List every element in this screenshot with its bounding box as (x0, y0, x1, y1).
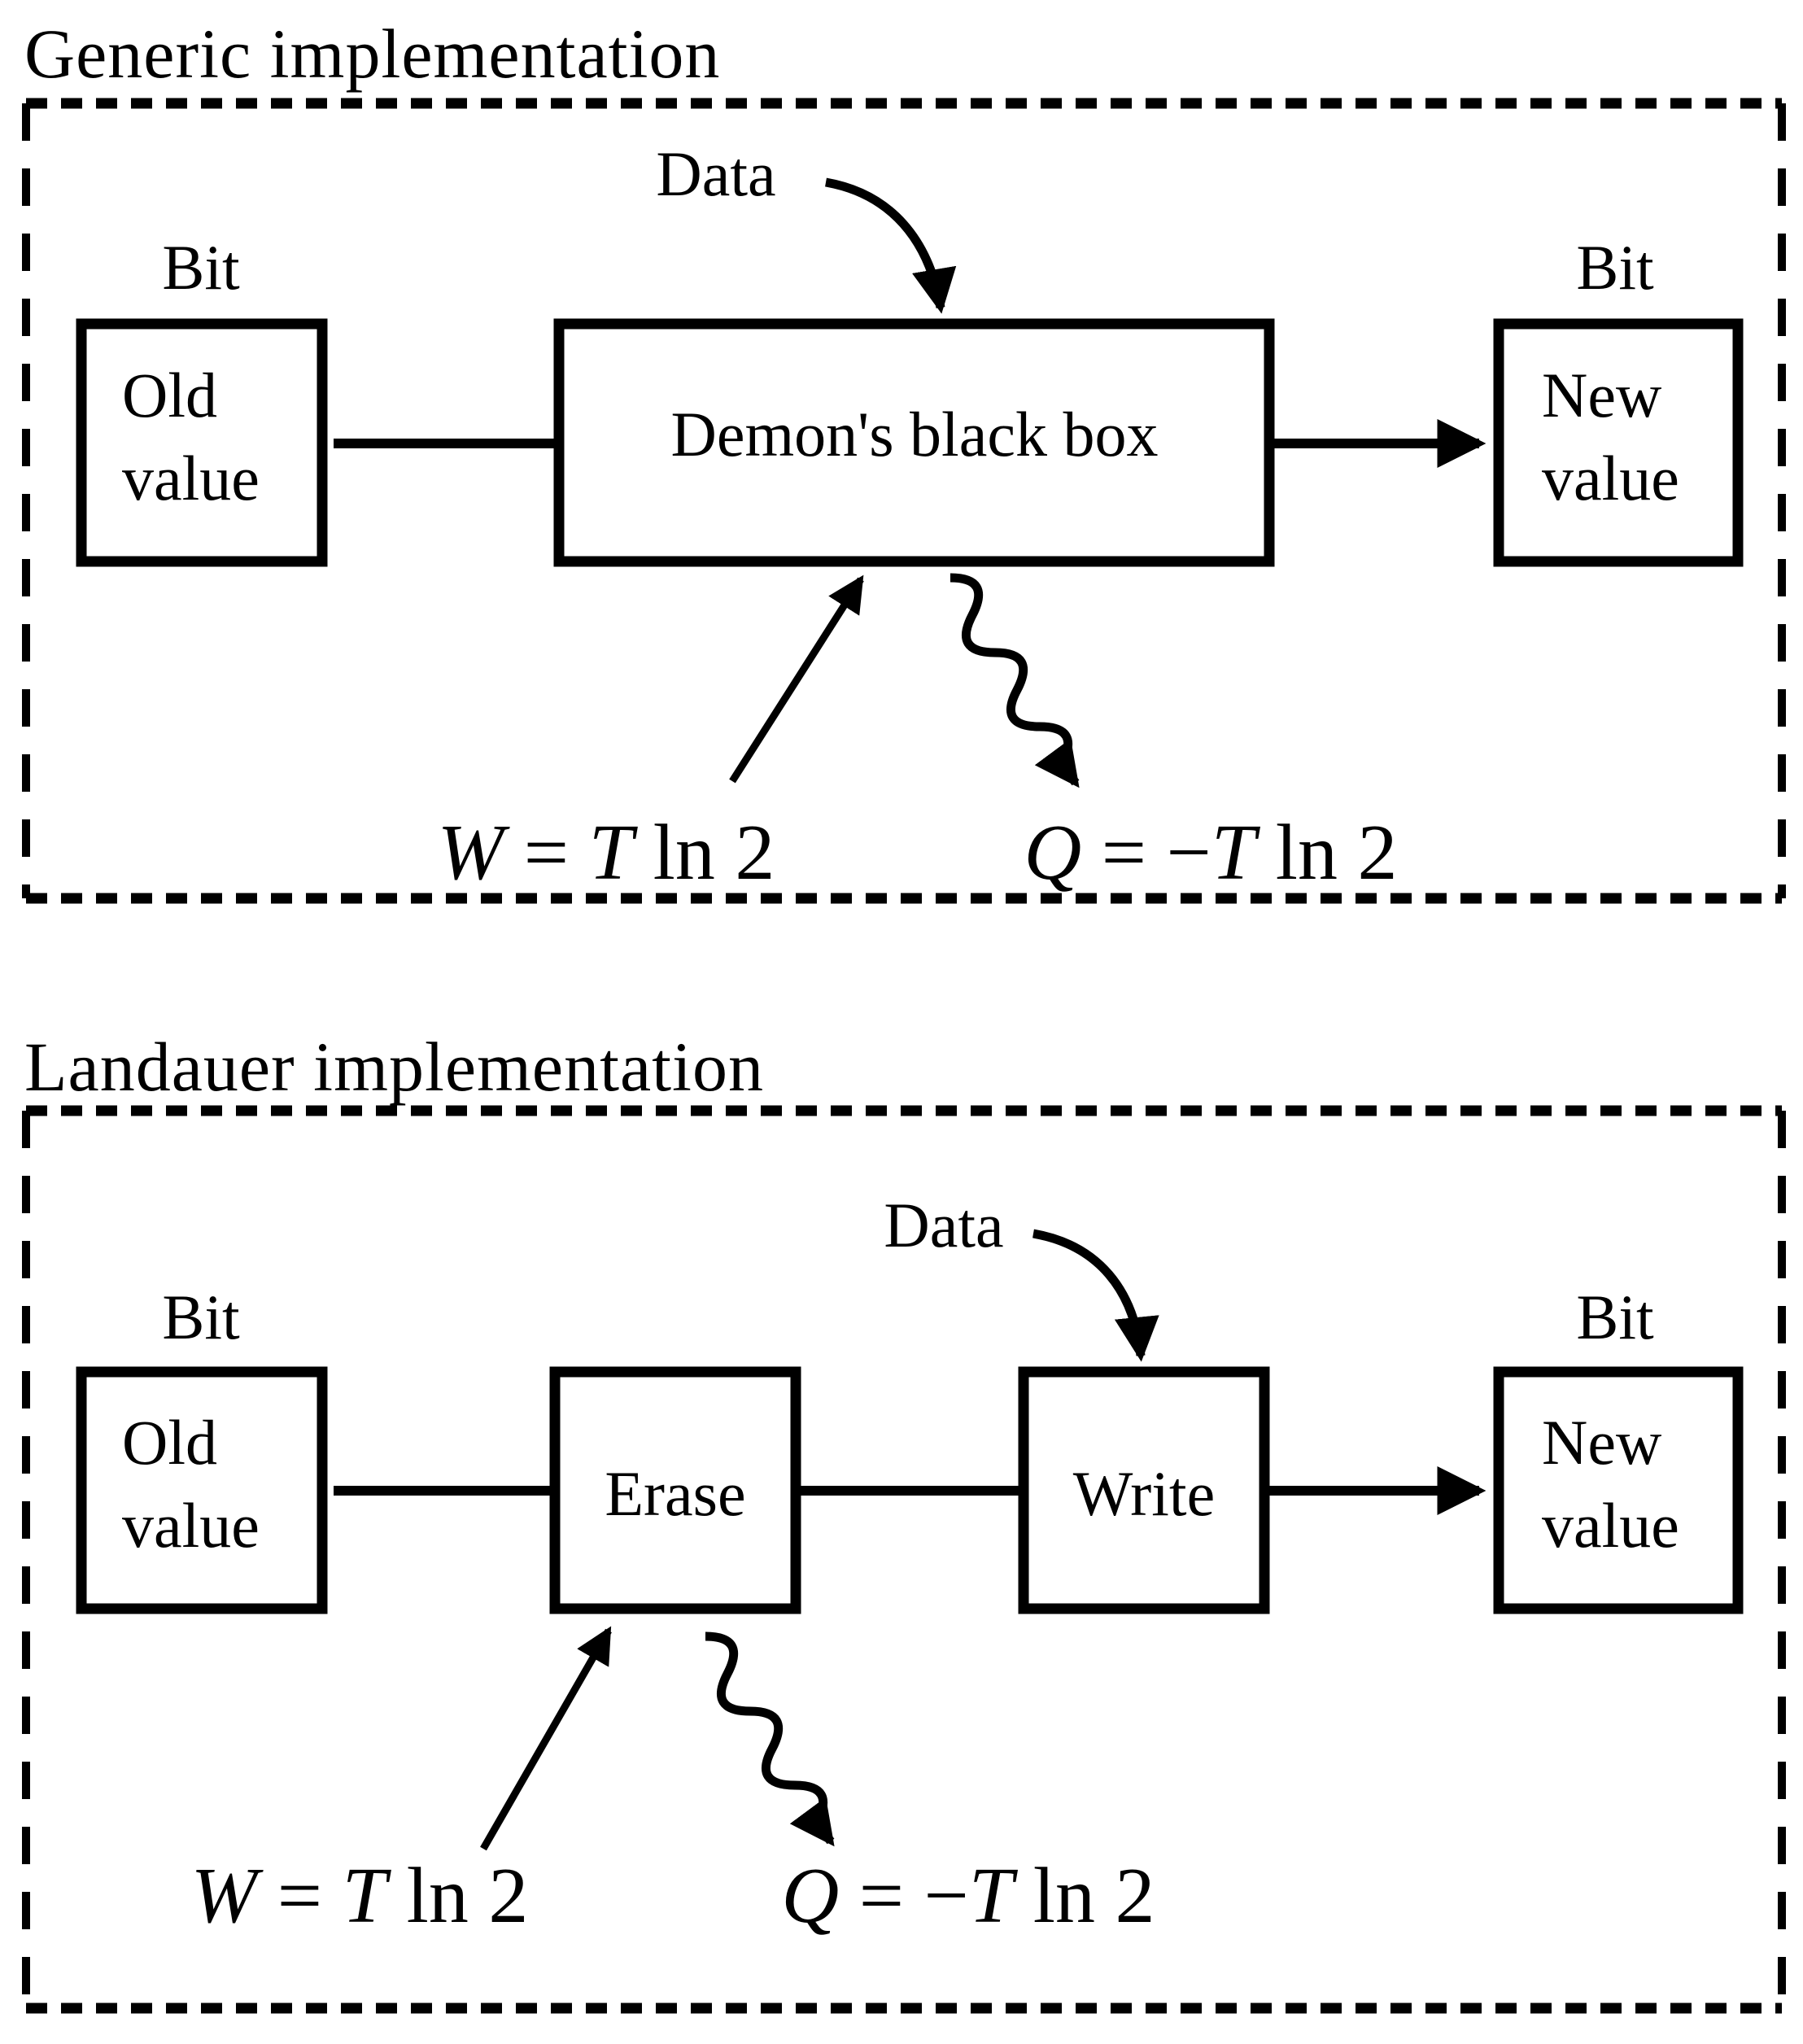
heat-formula-temperature: T (969, 1852, 1019, 1940)
work-formula-relation: = (257, 1852, 342, 1940)
work-input-arrow (480, 1626, 612, 1851)
bit-label-right: Bit (1576, 232, 1654, 303)
heat-formula-tail: ln 2 (1255, 809, 1397, 897)
new-value-label-line1: New (1542, 360, 1661, 430)
work-formula-temperature: T (343, 1852, 392, 1940)
new-value-label-line2: value (1542, 1490, 1679, 1561)
work-formula: W = T ln 2 (191, 1852, 529, 1940)
write-box-label: Write (1073, 1458, 1215, 1529)
work-formula-variable: W (191, 1852, 264, 1940)
new-value-label-line1: New (1542, 1407, 1661, 1478)
dashed-border (22, 1105, 1786, 2014)
heat-formula-relation: = − (1081, 809, 1211, 897)
old-value-label-line1: Old (122, 360, 217, 430)
heat-formula: Q = −T ln 2 (1024, 809, 1397, 897)
work-formula: W = T ln 2 (438, 809, 775, 897)
new-value-box (1493, 1366, 1744, 1614)
new-value-label-line2: value (1542, 443, 1679, 513)
heat-formula: Q = −T ln 2 (781, 1852, 1155, 1940)
old-value-box (76, 1366, 328, 1614)
heat-formula-tail: ln 2 (1013, 1852, 1155, 1940)
bit-label-right: Bit (1576, 1282, 1654, 1352)
work-formula-relation: = (504, 809, 588, 897)
heat-formula-variable: Q (1024, 809, 1081, 897)
panel-generic: Generic implementation Data Bit Bit Old … (22, 15, 1786, 904)
work-input-arrow (729, 574, 864, 784)
old-value-box (76, 318, 328, 567)
dashed-border (22, 98, 1786, 904)
work-formula-variable: W (438, 809, 511, 897)
panel-title: Generic implementation (24, 15, 720, 93)
heat-formula-variable: Q (781, 1852, 839, 1940)
bit-label-left: Bit (162, 1282, 240, 1352)
heat-formula-relation: = − (839, 1852, 969, 1940)
old-value-label-line2: value (122, 443, 260, 513)
work-formula-tail: ln 2 (386, 1852, 528, 1940)
old-value-label-line2: value (122, 1490, 260, 1561)
data-input-arrow (825, 177, 957, 314)
work-formula-temperature: T (589, 809, 639, 897)
heat-output-wavy-arrow (705, 1631, 835, 1847)
panel-title: Landauer implementation (24, 1028, 764, 1106)
data-label: Data (656, 138, 775, 209)
work-formula-tail: ln 2 (633, 809, 775, 897)
erase-box-label: Erase (605, 1458, 745, 1529)
data-label: Data (884, 1190, 1003, 1260)
heat-formula-temperature: T (1211, 809, 1261, 897)
bit-label-left: Bit (162, 232, 240, 303)
new-value-box (1493, 318, 1744, 567)
data-input-arrow (1032, 1229, 1159, 1362)
heat-output-wavy-arrow (950, 573, 1080, 788)
demons-black-box-label: Demon's black box (671, 399, 1159, 470)
old-value-label-line1: Old (122, 1407, 217, 1478)
panel-landauer: Landauer implementation Data Bit Bit Old… (22, 1028, 1786, 2014)
